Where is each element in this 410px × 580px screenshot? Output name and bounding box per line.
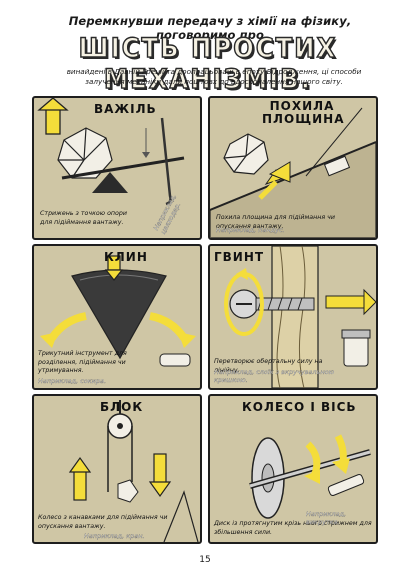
- wheel-axle-illustration: [249, 434, 371, 519]
- page-title: ШІСТЬ ПРОСТИХ МЕХАНІЗМІВ.: [78, 32, 338, 95]
- panel-lever: ВАЖІЛЬ Стрижень з точкою опори для підій…: [32, 96, 202, 240]
- pulley-caption: Колесо з канавками для підіймання чи опу…: [38, 514, 168, 530]
- pulley-example: Наприклад, кран.: [84, 532, 145, 540]
- lever-illustration: [37, 98, 185, 206]
- screw-example: Наприклад, слоїк з вкручувальною кришкою…: [214, 368, 335, 384]
- lever-caption: Стрижень з точкою опори для підіймання в…: [40, 210, 127, 226]
- panel-screw: ГВИНТ Перетворює обертальну силу на ліні…: [208, 244, 378, 390]
- wedge-title: КЛИН: [104, 250, 148, 264]
- pulley-illustration: [68, 400, 199, 542]
- inclined-plane-example: Наприклад, пандус.: [216, 226, 285, 234]
- wedge-illustration: [40, 255, 196, 367]
- header-line: Перемкнувши передачу з хімії на фізику, …: [68, 14, 352, 42]
- intro-text: винайдені в Давній Греції та доопрацьова…: [66, 67, 362, 86]
- inclined-plane-illustration: [210, 107, 376, 238]
- pulley-title: БЛОК: [100, 400, 144, 414]
- wheel-axle-example: Наприклад, викрутка.: [306, 510, 347, 526]
- panel-inclined-plane: ПОХИЛА ПЛОЩИНА Похила площина для підійм…: [208, 96, 378, 240]
- screw-illustration: [224, 246, 376, 388]
- inclined-plane-title: ПОХИЛА ПЛОЩИНА: [262, 99, 345, 126]
- screw-title: ГВИНТ: [214, 250, 265, 264]
- page-number: 15: [199, 555, 211, 565]
- screw-caption: Перетворює обертальну силу на лінійну.: [214, 358, 323, 374]
- wheel-axle-caption: Диск із протягнутим крізь нього стрижнем…: [214, 520, 372, 536]
- inclined-plane-caption: Похила площина для підіймання чи опускан…: [216, 214, 335, 230]
- panel-pulley: БЛОК Колесо з канавками для підіймання ч…: [32, 394, 202, 544]
- wedge-example: Наприклад, сокира.: [38, 377, 107, 385]
- panel-wedge: КЛИН Трикутний інструмент для розділення…: [32, 244, 202, 390]
- wheel-axle-title: КОЛЕСО І ВІСЬ: [242, 400, 357, 414]
- panel-wheel-axle: КОЛЕСО І ВІСЬ Диск із протягнутим крізь …: [208, 394, 378, 544]
- wedge-caption: Трикутний інструмент для розділення, під…: [38, 350, 127, 375]
- lever-title: ВАЖІЛЬ: [94, 102, 157, 116]
